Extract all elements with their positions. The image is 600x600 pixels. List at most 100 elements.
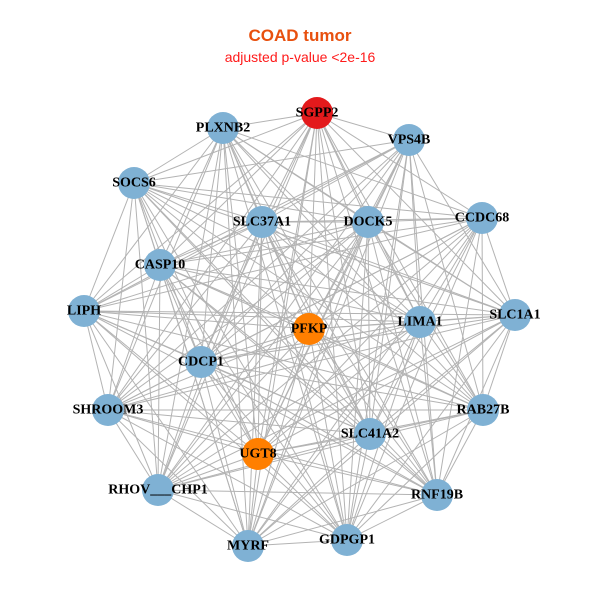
node-circle[interactable] bbox=[421, 479, 453, 511]
node-circle[interactable] bbox=[393, 124, 425, 156]
edge-vps4b-casp10 bbox=[159, 139, 410, 266]
edge-dock5-rhov___chp1 bbox=[157, 221, 369, 491]
edge-dock5-rnf19b bbox=[367, 221, 438, 496]
edge-pfkp-slc41a2 bbox=[308, 328, 371, 435]
edge-slc41a2-gdpgp1 bbox=[346, 433, 371, 541]
node-circle[interactable] bbox=[331, 524, 363, 556]
node-label: RNF19B bbox=[411, 488, 463, 503]
edge-liph-lima1 bbox=[83, 310, 421, 323]
edge-slc37a1-casp10 bbox=[159, 221, 263, 266]
node-circle[interactable] bbox=[185, 346, 217, 378]
node-rhov___chp1[interactable]: RHOV___CHP1 bbox=[108, 474, 208, 506]
node-label: DOCK5 bbox=[344, 215, 393, 230]
edge-lima1-ugt8 bbox=[257, 321, 421, 455]
node-casp10[interactable]: CASP10 bbox=[135, 249, 186, 281]
edge-plxnb2-rnf19b bbox=[222, 127, 438, 496]
node-circle[interactable] bbox=[293, 313, 325, 345]
edge-sgpp2-rhov___chp1 bbox=[157, 112, 318, 491]
node-circle[interactable] bbox=[232, 530, 264, 562]
node-liph[interactable]: LIPH bbox=[67, 295, 101, 327]
edge-socs6-dock5 bbox=[133, 182, 369, 223]
edge-casp10-slc1a1 bbox=[159, 264, 516, 316]
node-ugt8[interactable]: UGT8 bbox=[239, 438, 277, 470]
edge-rnf19b-myrf bbox=[247, 494, 438, 547]
node-sgpp2[interactable]: SGPP2 bbox=[296, 97, 339, 129]
node-circle[interactable] bbox=[118, 167, 150, 199]
node-circle[interactable] bbox=[144, 249, 176, 281]
edge-cdcp1-rab27b bbox=[200, 361, 484, 411]
edge-ugt8-slc41a2 bbox=[257, 433, 371, 455]
node-circle[interactable] bbox=[301, 97, 333, 129]
node-label: MYRF bbox=[227, 539, 269, 554]
node-label: CDCP1 bbox=[178, 355, 224, 370]
node-circle[interactable] bbox=[352, 206, 384, 238]
edge-plxnb2-myrf bbox=[222, 127, 249, 547]
node-dock5[interactable]: DOCK5 bbox=[344, 206, 393, 238]
node-circle[interactable] bbox=[467, 394, 499, 426]
node-circle[interactable] bbox=[404, 306, 436, 338]
node-label: GDPGP1 bbox=[319, 533, 375, 548]
edge-ccdc68-liph bbox=[83, 217, 483, 312]
node-shroom3[interactable]: SHROOM3 bbox=[73, 394, 144, 426]
node-slc41a2[interactable]: SLC41A2 bbox=[341, 418, 399, 450]
edge-socs6-ccdc68 bbox=[133, 182, 483, 219]
edge-lima1-shroom3 bbox=[107, 321, 421, 411]
node-rnf19b[interactable]: RNF19B bbox=[411, 479, 463, 511]
edge-vps4b-gdpgp1 bbox=[346, 139, 410, 541]
edge-slc37a1-rnf19b bbox=[261, 221, 438, 496]
edge-socs6-slc1a1 bbox=[133, 182, 516, 316]
node-lima1[interactable]: LIMA1 bbox=[397, 306, 443, 338]
node-circle[interactable] bbox=[246, 206, 278, 238]
node-gdpgp1[interactable]: GDPGP1 bbox=[319, 524, 375, 556]
edge-layer bbox=[83, 112, 516, 547]
edge-lima1-myrf bbox=[247, 321, 421, 547]
edge-slc1a1-slc41a2 bbox=[369, 314, 516, 435]
edge-dock5-liph bbox=[83, 221, 369, 312]
node-label: RHOV___CHP1 bbox=[108, 483, 208, 498]
edge-ugt8-rnf19b bbox=[257, 453, 438, 496]
edge-dock5-lima1 bbox=[367, 221, 421, 323]
node-ccdc68[interactable]: CCDC68 bbox=[455, 202, 509, 234]
edge-slc37a1-shroom3 bbox=[107, 221, 263, 411]
node-label: SLC1A1 bbox=[489, 308, 540, 323]
node-circle[interactable] bbox=[499, 299, 531, 331]
node-circle[interactable] bbox=[207, 112, 239, 144]
edge-sgpp2-ugt8 bbox=[257, 112, 318, 455]
edge-rhov___chp1-gdpgp1 bbox=[157, 489, 348, 541]
edge-casp10-lima1 bbox=[159, 264, 421, 323]
edge-plxnb2-gdpgp1 bbox=[222, 127, 348, 541]
node-slc1a1[interactable]: SLC1A1 bbox=[489, 299, 541, 331]
edge-lima1-rab27b bbox=[419, 321, 484, 411]
edge-ccdc68-rab27b bbox=[481, 217, 484, 411]
node-cdcp1[interactable]: CDCP1 bbox=[178, 346, 224, 378]
node-myrf[interactable]: MYRF bbox=[227, 530, 269, 562]
node-pfkp[interactable]: PFKP bbox=[291, 313, 328, 345]
node-slc37a1[interactable]: SLC37A1 bbox=[233, 206, 291, 238]
node-vps4b[interactable]: VPS4B bbox=[388, 124, 431, 156]
node-label: SHROOM3 bbox=[73, 403, 144, 418]
edge-ccdc68-rhov___chp1 bbox=[157, 217, 483, 491]
node-rab27b[interactable]: RAB27B bbox=[457, 394, 510, 426]
edge-ccdc68-rnf19b bbox=[436, 217, 483, 496]
edge-socs6-gdpgp1 bbox=[133, 182, 348, 541]
node-label: PFKP bbox=[291, 322, 328, 337]
edge-plxnb2-rab27b bbox=[222, 127, 484, 411]
node-socs6[interactable]: SOCS6 bbox=[112, 167, 156, 199]
edge-slc37a1-ugt8 bbox=[257, 221, 263, 455]
edge-vps4b-slc1a1 bbox=[408, 139, 516, 316]
node-circle[interactable] bbox=[466, 202, 498, 234]
node-label: LIMA1 bbox=[397, 315, 442, 330]
edge-casp10-cdcp1 bbox=[159, 264, 202, 363]
edge-socs6-shroom3 bbox=[107, 182, 135, 411]
node-circle[interactable] bbox=[68, 295, 100, 327]
edge-shroom3-ugt8 bbox=[107, 409, 259, 455]
node-circle[interactable] bbox=[92, 394, 124, 426]
edge-casp10-gdpgp1 bbox=[159, 264, 348, 541]
edge-ugt8-gdpgp1 bbox=[257, 453, 348, 541]
node-circle[interactable] bbox=[242, 438, 274, 470]
node-plxnb2[interactable]: PLXNB2 bbox=[196, 112, 250, 144]
node-label: RAB27B bbox=[457, 403, 510, 418]
node-circle[interactable] bbox=[354, 418, 386, 450]
node-circle[interactable] bbox=[142, 474, 174, 506]
edge-rnf19b-gdpgp1 bbox=[346, 494, 438, 541]
